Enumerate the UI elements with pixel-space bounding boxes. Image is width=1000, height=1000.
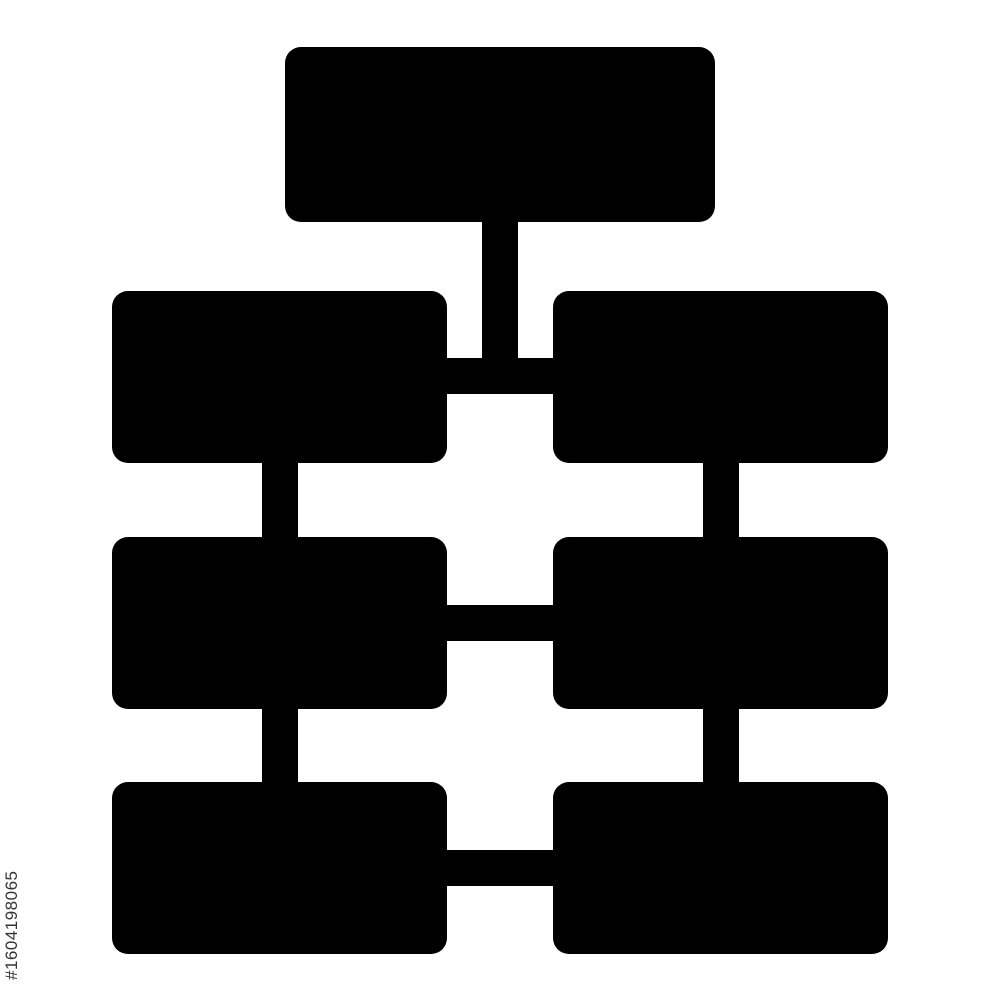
- level-1-horizontal-connector: [440, 358, 560, 394]
- level-2-left-node: [112, 537, 447, 709]
- level-2-horizontal-connector: [440, 605, 560, 641]
- right-vertical-connector-1: [703, 460, 739, 540]
- level-3-right-node: [553, 782, 888, 954]
- root-vertical-connector: [482, 220, 518, 380]
- stock-id-watermark: #1604198065: [2, 870, 21, 980]
- level-3-horizontal-connector: [440, 850, 560, 886]
- left-vertical-connector-2: [262, 705, 298, 785]
- right-vertical-connector-2: [703, 705, 739, 785]
- level-1-right-node: [553, 291, 888, 463]
- level-1-left-node: [112, 291, 447, 463]
- level-3-left-node: [112, 782, 447, 954]
- level-2-right-node: [553, 537, 888, 709]
- left-vertical-connector-1: [262, 460, 298, 540]
- root-node: [285, 47, 715, 222]
